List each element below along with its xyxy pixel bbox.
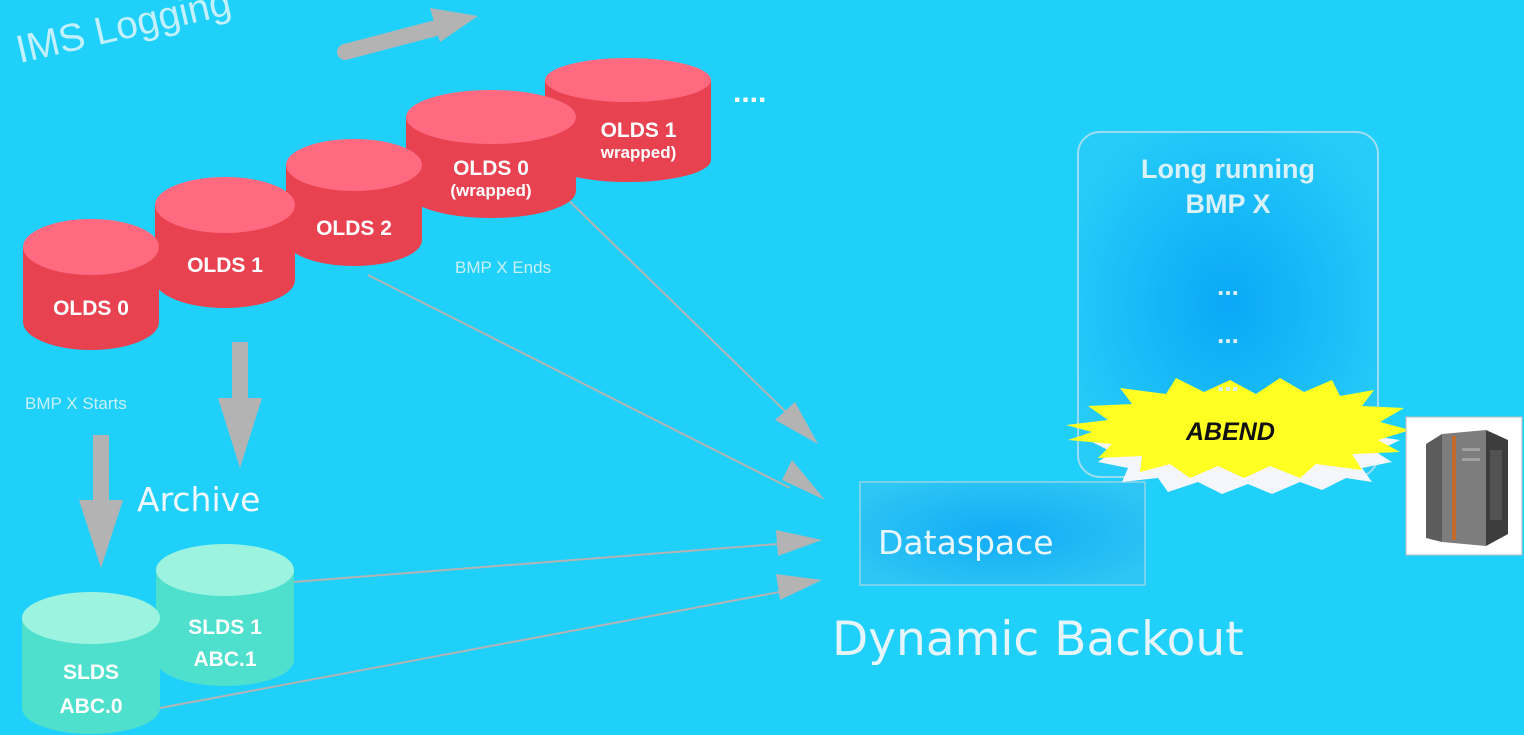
olds-cylinder-4 xyxy=(406,90,576,218)
dataspace-box xyxy=(859,481,1146,586)
olds-cylinder-5 xyxy=(545,58,711,182)
abend-burst xyxy=(1066,378,1410,494)
olds-cylinder-3 xyxy=(286,139,422,266)
bmp-starts-label: BMP X Starts xyxy=(25,394,127,413)
slds-label-2: SLDS 1 ABC.1 xyxy=(188,616,262,671)
olds-label-1: OLDS 0 xyxy=(53,297,129,320)
olds-label-5: OLDS 1 wrapped) xyxy=(600,119,677,163)
dataspace-label: Dataspace xyxy=(878,523,1054,562)
olds-cylinder-1 xyxy=(23,219,159,350)
olds-label-4: OLDS 0 (wrapped) xyxy=(450,157,532,201)
bmp-box-title: Long running BMP X xyxy=(1141,154,1315,219)
archive-arrows xyxy=(79,342,262,568)
bmp-ends-label: BMP X Ends xyxy=(455,258,552,277)
olds-label-3: OLDS 2 xyxy=(316,217,392,240)
olds-label-2: OLDS 1 xyxy=(187,254,263,277)
slds-cylinder-2 xyxy=(156,544,294,686)
slds-cylinder-1 xyxy=(22,592,160,734)
logging-direction-arrow xyxy=(337,8,478,60)
continuation-ellipsis: .... xyxy=(733,76,767,109)
slds-label-1: SLDS ABC.0 xyxy=(59,661,123,718)
mainframe-server-icon xyxy=(1405,416,1523,556)
backout-flow-arrowheads xyxy=(775,402,825,600)
abend-label: ABEND xyxy=(1186,418,1275,446)
bmp-box-dots: ... ... ... xyxy=(1217,271,1239,398)
olds-cylinder-2 xyxy=(155,177,295,308)
archive-label: Archive xyxy=(137,480,261,519)
dynamic-backout-label: Dynamic Backout xyxy=(832,612,1244,667)
backout-flow-lines xyxy=(159,189,791,709)
